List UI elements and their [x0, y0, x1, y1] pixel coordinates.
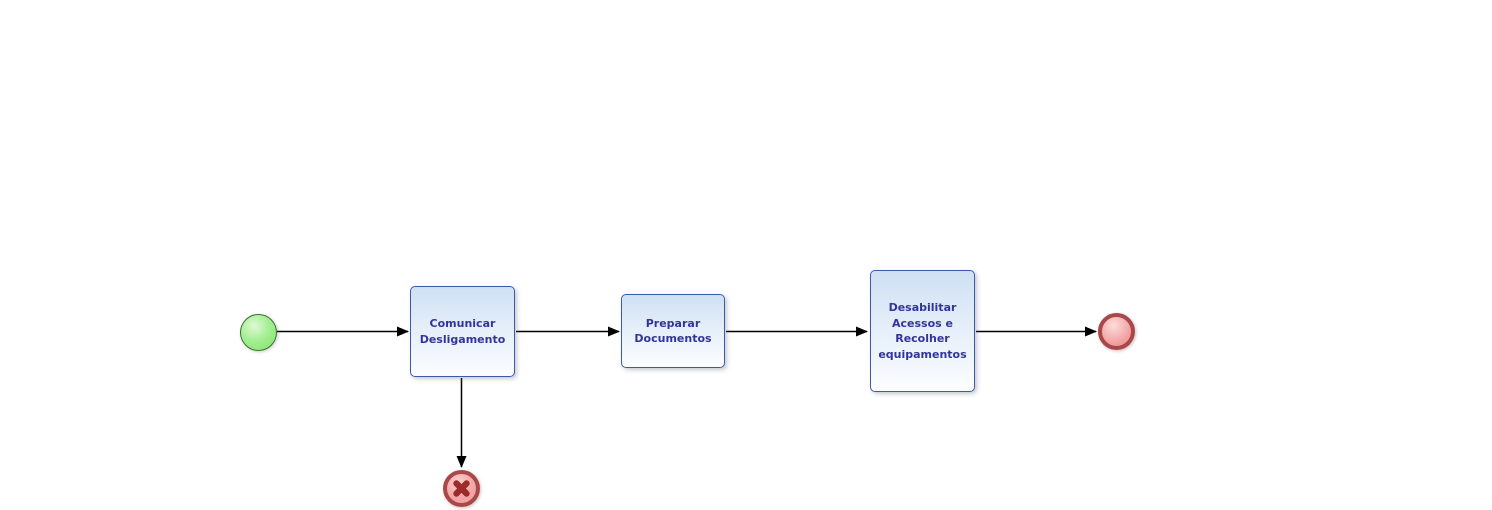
task-label: Preparar Documentos [634, 316, 712, 346]
task-preparar-documentos[interactable]: Preparar Documentos [621, 294, 725, 368]
task-label: Comunicar Desligamento [419, 317, 506, 346]
task-label: Desabilitar Acessos e Recolher equipamen… [878, 301, 967, 361]
task-desabilitar-acessos[interactable]: Desabilitar Acessos e Recolher equipamen… [870, 270, 975, 392]
cancel-end-event[interactable] [443, 470, 480, 507]
cancel-x-icon [453, 480, 470, 497]
task-comunicar-desligamento[interactable]: Comunicar Desligamento [410, 286, 515, 377]
end-event[interactable] [1098, 313, 1135, 350]
start-event[interactable] [240, 314, 277, 351]
